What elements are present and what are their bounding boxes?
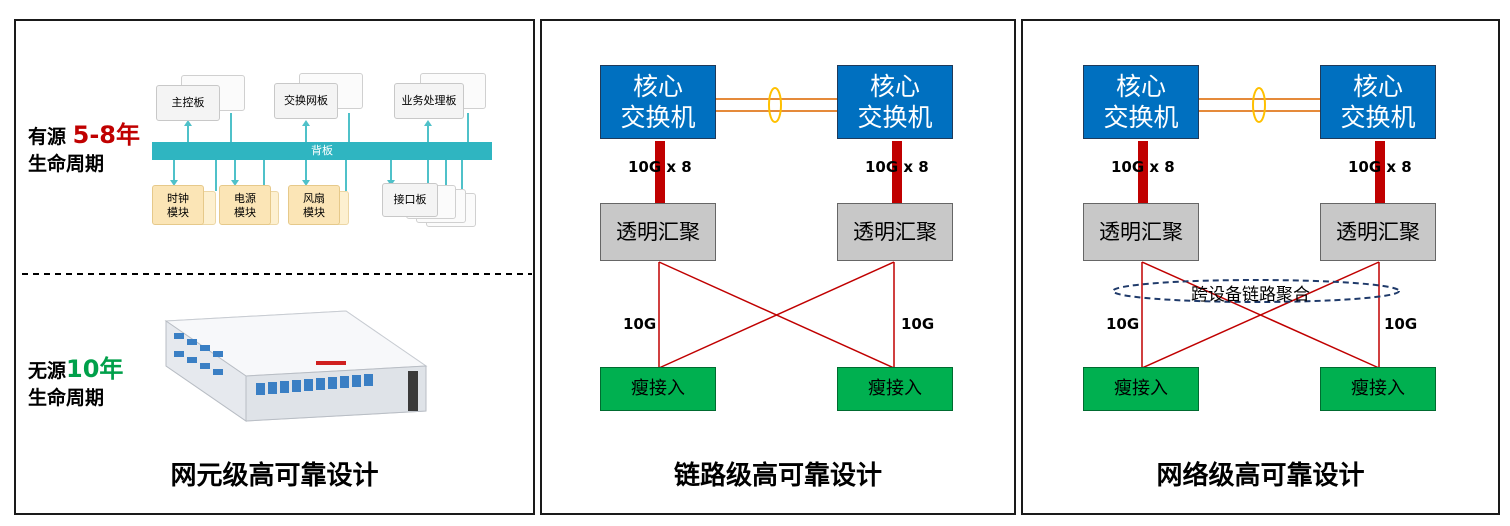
- cross-device-lag-ellipse: [1112, 279, 1400, 303]
- switch-fabric-card: 交换网板: [274, 83, 338, 119]
- aggregation-left: 透明汇聚: [1083, 203, 1199, 261]
- power-module-card: 电源 模块: [219, 185, 271, 225]
- access-left: 瘦接入: [600, 367, 716, 411]
- backplane-bar: 背板: [152, 142, 492, 160]
- passive-prefix: 无源: [28, 360, 67, 382]
- aggregation-right: 透明汇聚: [837, 203, 953, 261]
- lag-ring-icon: [768, 87, 782, 123]
- panel3-title: 网络级高可靠设计: [1156, 461, 1365, 491]
- cross-device-lag-label: 跨设备链路聚合: [1191, 285, 1310, 305]
- downlink-right-label: 10G: [901, 315, 935, 333]
- service-card: 业务处理板: [394, 83, 464, 119]
- passive-lifecycle: 无源10年 生命周期: [28, 356, 123, 412]
- active-lifecycle: 有源 5-8年 生命周期: [28, 122, 140, 178]
- core-switch-right: 核心 交换机: [837, 65, 953, 139]
- panel2-links: [655, 87, 902, 369]
- aggregation-left: 透明汇聚: [600, 203, 716, 261]
- passive-years: 10年: [66, 355, 124, 383]
- chassis-connectors: [170, 113, 469, 193]
- core-switch-left: 核心 交换机: [600, 65, 716, 139]
- uplink-right-label: 10G x 8: [1348, 158, 1412, 176]
- uplink-left-label: 10G x 8: [1111, 158, 1175, 176]
- core-switch-right: 核心 交换机: [1320, 65, 1436, 139]
- active-prefix: 有源: [28, 126, 73, 148]
- clock-module-card: 时钟 模块: [152, 185, 204, 225]
- panel-ne-reliability: 有源 5-8年 生命周期: [14, 19, 535, 515]
- downlink-left-label: 10G: [623, 315, 657, 333]
- downlink-right-label: 10G: [1384, 315, 1418, 333]
- dashed-separator: [22, 273, 532, 275]
- uplink-right: [1375, 141, 1385, 203]
- uplink-left: [1138, 141, 1148, 203]
- interface-card: 接口板: [382, 183, 438, 217]
- main-control-card: 主控板: [156, 85, 220, 121]
- lag-ring-icon: [1252, 87, 1266, 123]
- access-right: 瘦接入: [1320, 367, 1436, 411]
- active-years: 5-8年: [72, 121, 140, 149]
- uplink-left-label: 10G x 8: [628, 158, 692, 176]
- panel-network-reliability: 核心 交换机 核心 交换机 10G x 8 10G x 8 透明汇聚 透明汇聚 …: [1021, 19, 1500, 515]
- downlink-left-label: 10G: [1106, 315, 1140, 333]
- access-left: 瘦接入: [1083, 367, 1199, 411]
- panel-link-reliability: 核心 交换机 核心 交换机 10G x 8 10G x 8 透明汇聚 透明汇聚 …: [540, 19, 1016, 515]
- passive-suffix: 生命周期: [28, 387, 105, 409]
- panel2-title: 链路级高可靠设计: [673, 461, 882, 491]
- fan-module-card: 风扇 模块: [288, 185, 340, 225]
- uplink-right-label: 10G x 8: [865, 158, 929, 176]
- uplink-right: [892, 141, 902, 203]
- access-right: 瘦接入: [837, 367, 953, 411]
- passive-device-image: [164, 310, 428, 422]
- uplink-left: [655, 141, 665, 203]
- aggregation-right: 透明汇聚: [1320, 203, 1436, 261]
- panel3-links: [1112, 87, 1400, 369]
- core-switch-left: 核心 交换机: [1083, 65, 1199, 139]
- panel1-title: 网元级高可靠设计: [170, 461, 379, 491]
- active-suffix: 生命周期: [28, 153, 105, 175]
